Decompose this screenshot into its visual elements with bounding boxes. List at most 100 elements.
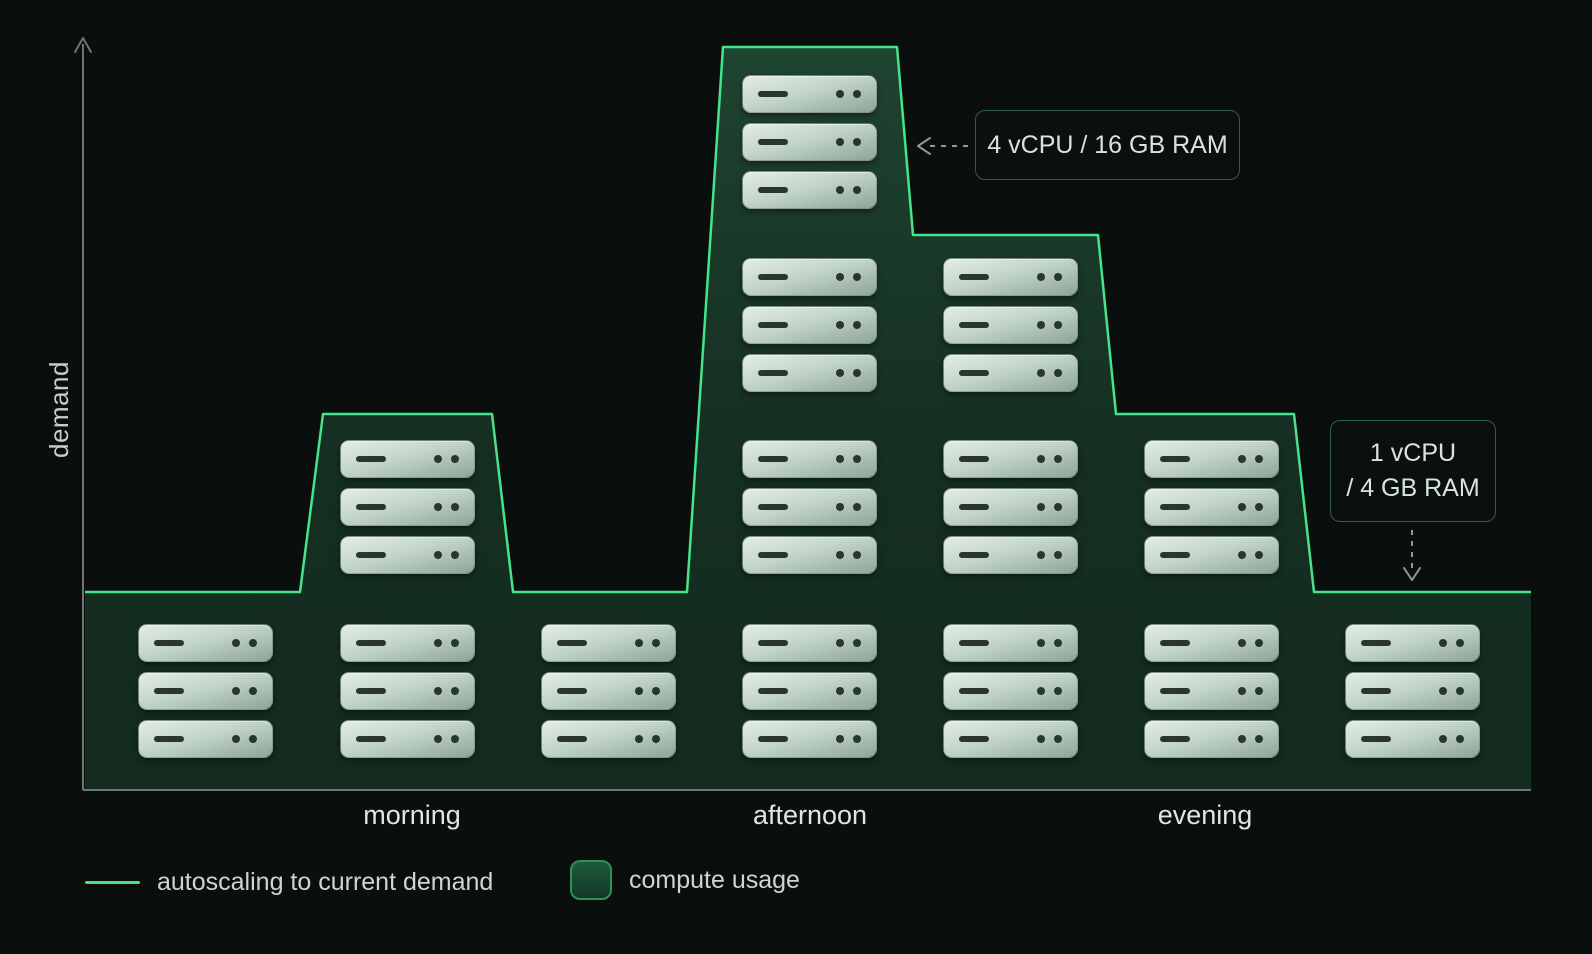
server-led-dots <box>1036 639 1062 647</box>
server-icon <box>339 672 475 710</box>
server-slot <box>355 736 386 742</box>
base-callout-line1: 1 vCPU <box>1369 439 1457 467</box>
server-led-dots <box>634 735 660 743</box>
server-icon <box>942 440 1078 478</box>
server-led-dots <box>1036 503 1062 511</box>
server-led-dots <box>1438 735 1464 743</box>
server-slot <box>757 322 788 328</box>
x-axis-label-afternoon: afternoon <box>752 800 868 830</box>
server-icon <box>741 306 877 344</box>
server-icon <box>540 672 676 710</box>
server-slot <box>1159 736 1190 742</box>
server-led-dots <box>1237 687 1263 695</box>
server-icon <box>741 75 877 113</box>
server-slot <box>757 139 788 145</box>
server-icon <box>741 624 877 662</box>
server-icon <box>741 536 877 574</box>
server-led-dots <box>1237 735 1263 743</box>
server-slot <box>958 640 989 646</box>
server-slot <box>1360 736 1391 742</box>
server-icon <box>1344 624 1480 662</box>
server-slot <box>556 640 587 646</box>
legend-line-swatch <box>85 880 140 884</box>
server-led-dots <box>1237 455 1263 463</box>
server-icon <box>942 720 1078 758</box>
server-led-dots <box>835 369 861 377</box>
server-icon <box>942 306 1078 344</box>
server-led-dots <box>433 639 459 647</box>
server-led-dots <box>1237 551 1263 559</box>
server-led-dots <box>433 735 459 743</box>
server-led-dots <box>835 186 861 194</box>
server-slot <box>958 322 989 328</box>
server-slot <box>958 274 989 280</box>
server-led-dots <box>835 321 861 329</box>
server-led-dots <box>1036 735 1062 743</box>
server-icon <box>942 672 1078 710</box>
server-slot <box>757 456 788 462</box>
server-led-dots <box>231 639 257 647</box>
legend-item-compute: compute usage <box>570 856 800 904</box>
server-icon <box>942 354 1078 392</box>
server-led-dots <box>835 455 861 463</box>
server-slot <box>958 370 989 376</box>
server-led-dots <box>1036 321 1062 329</box>
legend-item-autoscaling: autoscaling to current demand <box>85 866 493 898</box>
server-led-dots <box>1036 455 1062 463</box>
autoscaling-line <box>85 45 1531 594</box>
server-led-dots <box>835 735 861 743</box>
server-icon <box>1344 720 1480 758</box>
server-led-dots <box>1438 639 1464 647</box>
server-icon <box>540 624 676 662</box>
server-slot <box>757 504 788 510</box>
server-slot <box>757 736 788 742</box>
server-led-dots <box>835 273 861 281</box>
server-icon <box>741 440 877 478</box>
server-icon <box>137 672 273 710</box>
server-slot <box>757 370 788 376</box>
server-slot <box>355 688 386 694</box>
server-icon <box>1143 624 1279 662</box>
server-led-dots <box>1237 639 1263 647</box>
server-led-dots <box>1036 687 1062 695</box>
server-led-dots <box>433 551 459 559</box>
server-led-dots <box>634 687 660 695</box>
server-slot <box>757 187 788 193</box>
x-axis-label-morning: morning <box>363 800 461 830</box>
server-icon <box>942 258 1078 296</box>
server-icon <box>741 123 877 161</box>
server-slot <box>556 736 587 742</box>
server-led-dots <box>1036 551 1062 559</box>
y-axis-label: demand <box>44 361 74 458</box>
y-axis-arrowhead <box>74 37 92 53</box>
server-icon <box>741 258 877 296</box>
server-slot <box>1360 640 1391 646</box>
server-icon <box>339 536 475 574</box>
server-icon <box>1143 440 1279 478</box>
server-icon <box>339 720 475 758</box>
server-slot <box>958 504 989 510</box>
server-slot <box>757 688 788 694</box>
server-led-dots <box>433 687 459 695</box>
server-led-dots <box>433 503 459 511</box>
server-icon <box>741 672 877 710</box>
server-icon <box>1344 672 1480 710</box>
server-icon <box>339 488 475 526</box>
server-slot <box>153 736 184 742</box>
server-slot <box>958 456 989 462</box>
server-icon <box>741 354 877 392</box>
server-icon <box>942 536 1078 574</box>
server-slot <box>1360 688 1391 694</box>
legend-autoscaling-label: autoscaling to current demand <box>157 867 494 896</box>
server-icon <box>1143 720 1279 758</box>
server-slot <box>153 640 184 646</box>
base-callout: 1 vCPU / 4 GB RAM <box>1330 420 1496 522</box>
server-led-dots <box>835 687 861 695</box>
server-icon <box>339 440 475 478</box>
server-slot <box>757 274 788 280</box>
server-slot <box>757 552 788 558</box>
peak-callout: 4 vCPU / 16 GB RAM <box>975 110 1240 180</box>
server-slot <box>1159 640 1190 646</box>
